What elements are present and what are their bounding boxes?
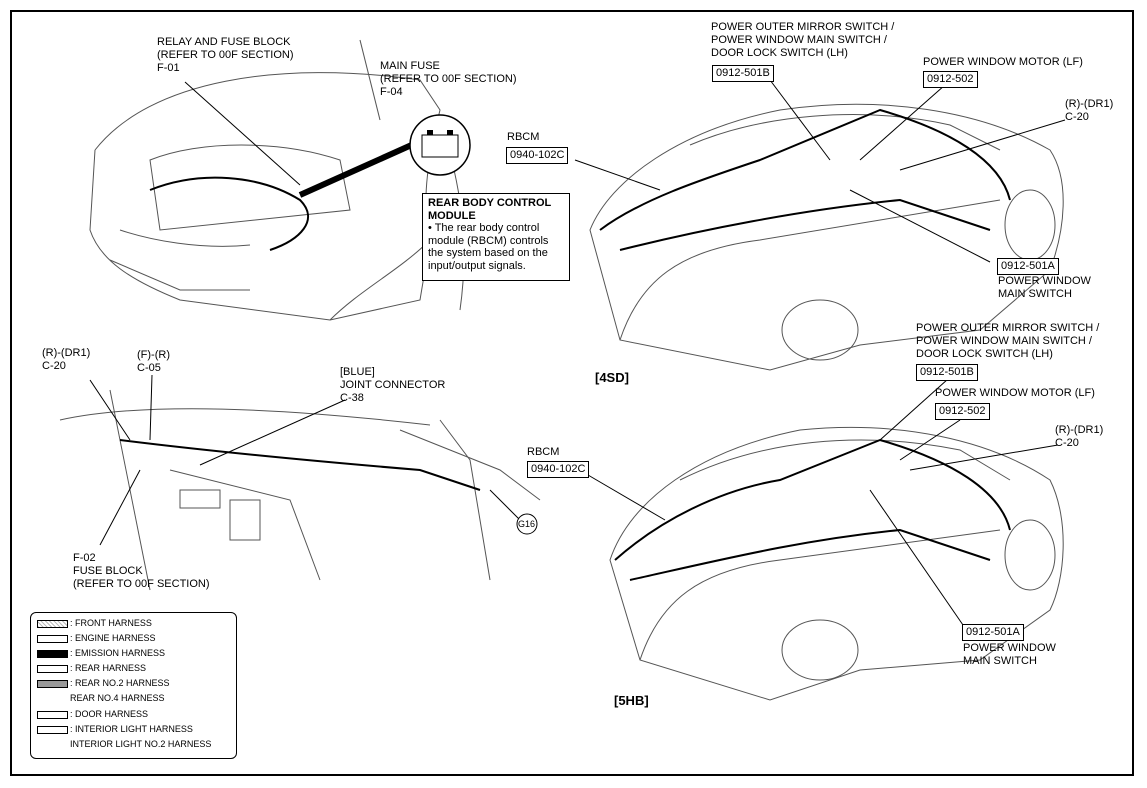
legend-swatch-blank: [37, 741, 68, 749]
legend-row: : REAR HARNESS: [37, 662, 146, 674]
rbcm-label-4sd: RBCM: [507, 131, 540, 143]
hatch-harness: [614, 438, 1011, 561]
fr-label-left: (F)-(R)C-05: [137, 349, 170, 374]
relay-fuse-block-label: RELAY AND FUSE BLOCK(REFER TO 00F SECTIO…: [157, 36, 294, 74]
rbcm-label-5hb: RBCM: [527, 446, 560, 458]
bumper-outline: [89, 149, 431, 321]
rbcm-connector-5hb: 0940-102C: [527, 461, 590, 478]
main-fuse-label: MAIN FUSE(REFER TO 00F SECTION)F-04: [380, 60, 517, 98]
motor-connector-4sd: 0912-502: [923, 71, 978, 88]
sedan-body: [589, 103, 1064, 371]
legend-swatch-blank: [37, 695, 68, 703]
window-motor-label-4sd: POWER WINDOW MOTOR (LF): [923, 56, 1083, 68]
legend-swatch-interior: [37, 725, 68, 734]
window-motor-label-5hb: POWER WINDOW MOTOR (LF): [935, 387, 1095, 399]
legend-swatch-emission: [37, 649, 68, 658]
engine-harness: [149, 176, 310, 251]
legend-swatch-rear: [37, 664, 68, 673]
legend-swatch-front: [37, 619, 68, 628]
rbcm-connector-4sd: 0940-102C: [506, 147, 569, 164]
mirror-switch-label-5hb: POWER OUTER MIRROR SWITCH /POWER WINDOW …: [916, 322, 1100, 360]
legend-swatch-door: [37, 710, 68, 719]
sedan-harness: [599, 108, 1011, 231]
switch-connector-5hb: 0912-501A: [962, 624, 1024, 641]
motor-connector-5hb: 0912-502: [935, 403, 990, 420]
switch-connector-4sd: 0912-501A: [997, 258, 1059, 275]
dashboard-top: [59, 408, 431, 426]
battery-icon: [409, 114, 471, 176]
legend-row: : EMISSION HARNESS: [37, 647, 165, 659]
ground-icon: [516, 513, 538, 535]
legend-swatch-rear-no2: [37, 679, 68, 688]
view-label-5hb: [5HB]: [614, 693, 649, 708]
harness-legend: : FRONT HARNESS : ENGINE HARNESS : EMISS…: [30, 612, 237, 759]
dr1-label-5hb: (R)-(DR1)C-20: [1055, 424, 1104, 449]
legend-row: : ENGINE HARNESS: [37, 632, 156, 644]
legend-swatch-engine: [37, 634, 68, 643]
dr1-label-4sd: (R)-(DR1)C-20: [1065, 98, 1114, 123]
note-title: REAR BODY CONTROL MODULE: [428, 197, 552, 222]
engine-block: [149, 144, 351, 231]
note-body: • The rear body control module (RBCM) co…: [428, 222, 549, 272]
ground-label: G16: [518, 519, 536, 529]
legend-row: : DOOR HARNESS: [37, 708, 148, 720]
mirror-connector-4sd: 0912-501B: [712, 65, 774, 82]
view-label-4sd: [4SD]: [595, 370, 629, 385]
legend-row: : FRONT HARNESS: [37, 617, 152, 629]
legend-row: : INTERIOR LIGHT HARNESS: [37, 723, 193, 735]
dr1-label-left: (R)-(DR1)C-20: [42, 347, 91, 372]
dashboard-harness: [119, 439, 481, 491]
mirror-switch-label-4sd: POWER OUTER MIRROR SWITCH /POWER WINDOW …: [711, 21, 895, 59]
legend-row: : REAR NO.2 HARNESS: [37, 677, 170, 689]
mirror-connector-5hb: 0912-501B: [916, 364, 978, 381]
rbcm-note: REAR BODY CONTROL MODULE • The rear body…: [422, 193, 570, 281]
legend-row: REAR NO.4 HARNESS: [37, 692, 165, 704]
legend-row: INTERIOR LIGHT NO.2 HARNESS: [37, 738, 211, 750]
hatch-body: [609, 426, 1064, 701]
diagram-frame: [10, 10, 1134, 776]
